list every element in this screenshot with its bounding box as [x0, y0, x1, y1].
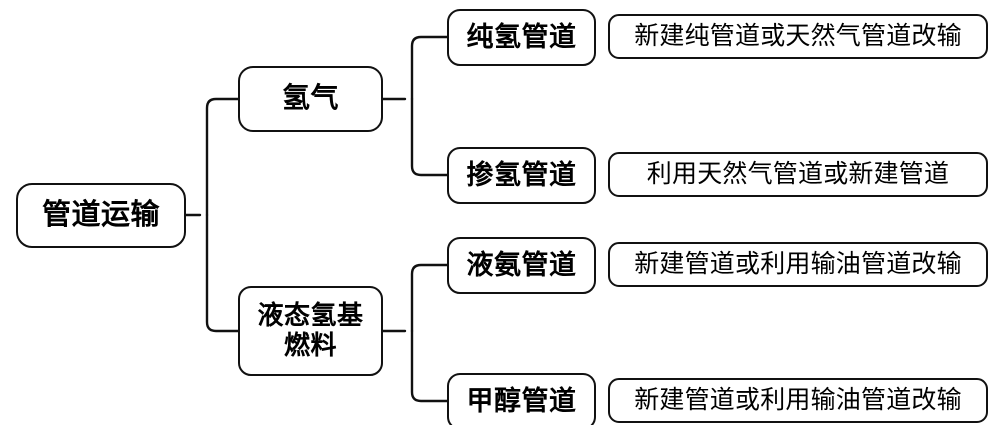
description-blended-hydrogen-pipeline-text: 利用天然气管道或新建管道: [646, 160, 950, 188]
node-liquid-ammonia-pipeline-label: 液氨管道: [466, 250, 577, 281]
description-blended-hydrogen-pipeline[interactable]: 利用天然气管道或新建管道: [608, 152, 988, 197]
connector-trunk-lower: [205, 213, 240, 333]
node-blended-hydrogen-pipeline-label: 掺氢管道: [466, 160, 577, 191]
description-methanol-pipeline[interactable]: 新建管道或利用输油管道改输: [608, 378, 988, 423]
node-liquid-hydrogen-based-fuel-label: 液态氢基 燃料: [257, 300, 364, 360]
connector-liquidfuel-child-1: [410, 263, 449, 333]
node-methanol-pipeline[interactable]: 甲醇管道: [447, 373, 596, 425]
node-liquid-ammonia-pipeline[interactable]: 液氨管道: [447, 237, 596, 294]
node-pure-hydrogen-pipeline-label: 纯氢管道: [466, 22, 577, 53]
node-pure-hydrogen-pipeline[interactable]: 纯氢管道: [447, 9, 596, 66]
node-root[interactable]: 管道运输: [16, 183, 186, 248]
description-pure-hydrogen-pipeline[interactable]: 新建纯管道或天然气管道改输: [608, 14, 988, 59]
connector-liquidfuel-child-2: [410, 329, 449, 403]
node-hydrogen-label: 氢气: [281, 83, 339, 115]
node-root-label: 管道运输: [41, 199, 160, 232]
description-pure-hydrogen-pipeline-text: 新建纯管道或天然气管道改输: [634, 22, 962, 50]
node-methanol-pipeline-label: 甲醇管道: [466, 386, 577, 417]
node-liquid-hydrogen-based-fuel[interactable]: 液态氢基 燃料: [238, 286, 383, 376]
connector-hydrogen-child-2: [410, 97, 449, 177]
connector-hydrogen-child-1: [410, 35, 449, 101]
node-blended-hydrogen-pipeline[interactable]: 掺氢管道: [447, 147, 596, 204]
connector-trunk-upper: [205, 97, 240, 217]
description-methanol-pipeline-text: 新建管道或利用输油管道改输: [634, 386, 962, 414]
description-liquid-ammonia-pipeline[interactable]: 新建管道或利用输油管道改输: [608, 242, 988, 287]
description-liquid-ammonia-pipeline-text: 新建管道或利用输油管道改输: [634, 250, 962, 278]
node-hydrogen[interactable]: 氢气: [238, 66, 383, 132]
